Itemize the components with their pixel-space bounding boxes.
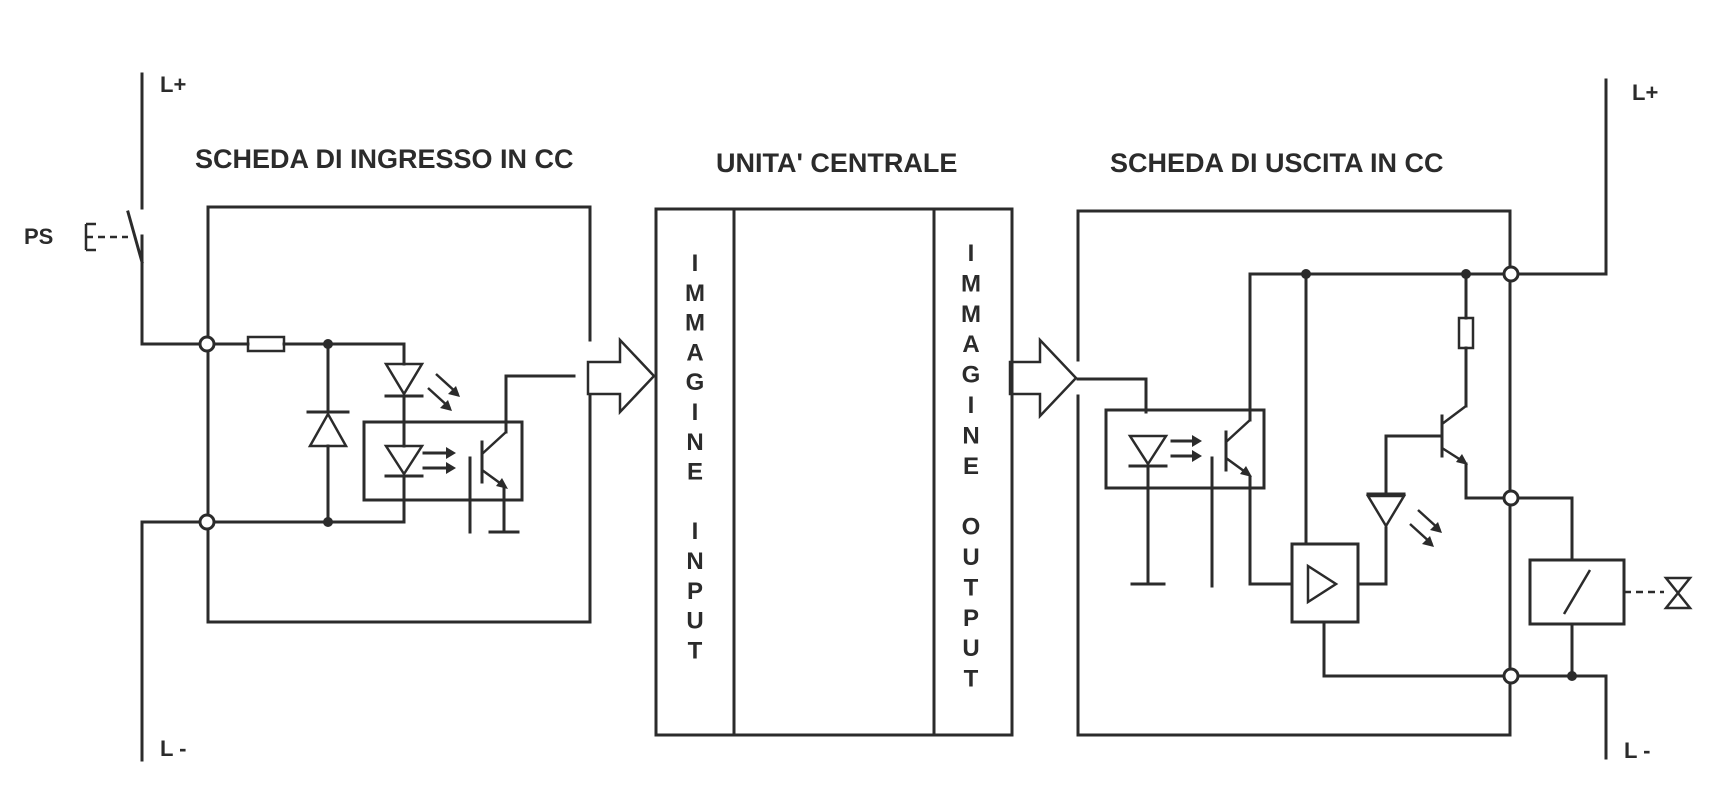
input-card-title: SCHEDA DI INGRESSO IN CC [195,144,574,174]
image-output-letter: I [968,240,975,267]
image-input-letter: E [687,459,703,486]
image-input-letter: U [686,608,703,635]
right-plus-label: L+ [1632,80,1658,105]
image-output-letter: N [962,422,979,449]
image-input-letter: I [692,518,699,545]
input-card [198,205,592,624]
image-output-letter: U [962,635,979,662]
image-input-letter: N [686,429,703,456]
switch-label: PS [24,224,53,249]
image-input-letter: G [686,369,705,396]
image-input-letter: I [692,250,699,277]
valve-icon [1663,576,1693,610]
image-output-letter: I [968,392,975,419]
right-minus-label: L - [1624,738,1650,763]
image-output-letter: G [962,362,981,389]
output-card [1076,209,1602,737]
image-output-letter: T [964,574,979,601]
image-output-letter: O [962,514,981,541]
image-output-letter: T [964,666,979,693]
image-input-letter: T [688,637,703,664]
left-minus-label: L - [160,736,186,761]
central-unit-title: UNITA' CENTRALE [716,148,957,178]
input-arrow [586,336,656,416]
output-arrow [1008,336,1078,420]
image-output-letter: U [962,544,979,571]
image-input-letter: A [686,339,703,366]
image-output-letter: E [963,453,979,480]
left-plus-label: L+ [160,72,186,97]
image-input-letter: M [685,310,705,337]
image-output-letter: A [962,331,979,358]
central-unit [654,207,1014,737]
image-input-letter: M [685,280,705,307]
right-supply [1516,78,1693,760]
image-input-letter: I [692,399,699,426]
image-input-letter: P [687,578,703,605]
output-card-title: SCHEDA DI USCITA IN CC [1110,148,1444,178]
image-output-letter: P [963,605,979,632]
left-supply [84,72,206,762]
image-output-letter: M [961,301,981,328]
image-output-letter: M [961,270,981,297]
image-input-letter: N [686,548,703,575]
